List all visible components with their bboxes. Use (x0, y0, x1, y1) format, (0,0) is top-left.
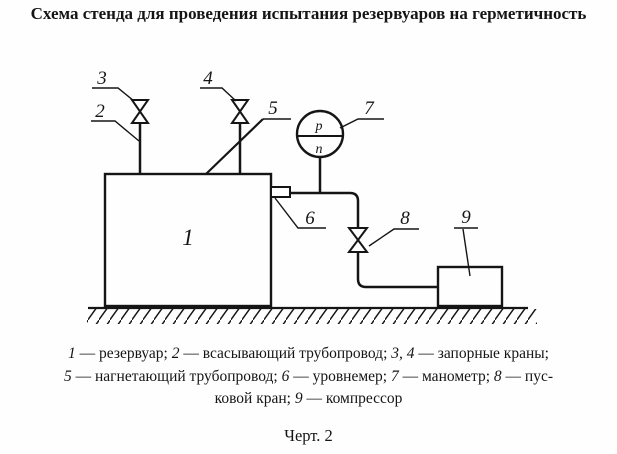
manometer-letter-top: р (315, 119, 323, 134)
start-valve-label: 8 (400, 208, 410, 229)
label-9-leader (462, 228, 471, 277)
level-gauge-symbol (270, 186, 291, 198)
valve-4-label: 4 (203, 68, 213, 89)
discharge-pipe: 4 5 (200, 68, 291, 175)
discharge-pipe-diagonal (205, 118, 264, 175)
compressor-outline (436, 265, 504, 308)
valve-8-symbol (347, 227, 369, 253)
label-8-leader (368, 228, 419, 247)
label-4-leader (200, 87, 237, 102)
caption-ref-number: 2 (171, 345, 180, 362)
level-gauge-label: 6 (305, 208, 315, 229)
suction-pipe: 3 2 (91, 68, 150, 175)
label-2-leader (91, 120, 140, 142)
caption-ref-number: 6 (281, 367, 290, 385)
label-6-leader (274, 197, 326, 229)
caption-ref-number: 9 (294, 390, 303, 407)
tank: 1 (103, 172, 273, 308)
figure-caption: 1 — резервуар; 2 — всасывающий трубопров… (0, 343, 617, 411)
lower-connecting-pipe (356, 252, 438, 289)
valve-3-symbol (130, 99, 150, 124)
caption-ref-number: 3, 4 (391, 345, 415, 362)
caption-ref-number: 8 (493, 367, 502, 385)
figure-title: Схема стенда для проведения испытания ре… (30, 4, 587, 23)
caption-ref-number: 1 (68, 345, 76, 362)
caption-line-2: 5 — нагнетающий трубопровод; 6 — уровнем… (64, 367, 553, 385)
manometer: р п 7 (295, 98, 384, 194)
figure-number: Черт. 2 (284, 426, 333, 445)
compressor-label: 9 (461, 207, 471, 228)
tank-label: 1 (182, 225, 194, 250)
compressor: 9 (436, 207, 504, 308)
start-valve: 8 (347, 208, 419, 253)
upper-connecting-pipe (290, 191, 360, 228)
label-3-leader (92, 87, 135, 102)
tank-outline (103, 172, 273, 308)
ground (87, 306, 537, 324)
manometer-letter-bottom: п (316, 142, 323, 157)
valve-4-symbol (230, 99, 250, 124)
label-7-leader (339, 118, 384, 129)
caption-line-1: 1 — резервуар; 2 — всасывающий трубопров… (68, 345, 549, 362)
caption-ref-number: 5 (64, 367, 72, 385)
suction-pipe-label: 2 (95, 101, 105, 122)
caption-ref-number: 7 (390, 367, 399, 385)
discharge-pipe-label: 5 (268, 98, 278, 119)
ground-hatching (87, 309, 537, 324)
caption-line-3: ковой кран; 9 — компрессор (214, 390, 403, 407)
valve-3-label: 3 (96, 68, 107, 89)
manometer-label: 7 (364, 98, 375, 119)
manometer-dial (295, 109, 345, 159)
